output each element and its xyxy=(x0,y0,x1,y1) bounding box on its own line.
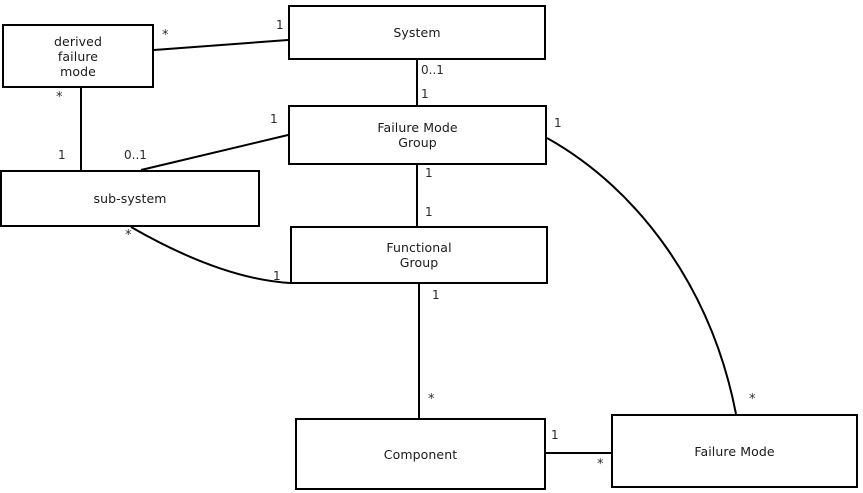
class-box-system[interactable]: System xyxy=(288,5,546,60)
multiplicity-component-failure-mode: 1 xyxy=(551,428,559,442)
multiplicity-functional-group-component: 1 xyxy=(432,288,440,302)
multiplicity-derived-failure-mode-sub-system: * xyxy=(56,90,63,105)
class-box-failure-mode-group[interactable]: Failure Mode Group xyxy=(288,105,547,165)
class-name-component: Component xyxy=(383,446,458,462)
class-name-functional-group: Functional Group xyxy=(386,240,452,270)
multiplicity-derived-failure-mode-system: * xyxy=(162,28,169,43)
multiplicity-failure-mode-group-functional-group: 1 xyxy=(425,166,433,180)
multiplicity-system-failure-mode-group: 0..1 xyxy=(421,63,444,77)
multiplicity-failure-mode-group-failure-mode: 1 xyxy=(554,116,562,130)
multiplicity-failure-mode-failure-mode-group: * xyxy=(749,392,756,407)
multiplicity-functional-group-failure-mode-group: 1 xyxy=(425,205,433,219)
multiplicity-sub-system-derived-failure-mode: 1 xyxy=(58,148,66,162)
multiplicity-sub-system-functional-group: * xyxy=(125,228,132,243)
class-name-failure-mode-group: Failure Mode Group xyxy=(377,120,458,150)
association-line-failure-mode-group-failure-mode xyxy=(546,137,737,415)
multiplicity-failure-mode-component: * xyxy=(597,457,604,472)
class-box-component[interactable]: Component xyxy=(295,418,546,490)
association-line-failure-mode-group-sub-system xyxy=(140,134,289,171)
class-name-failure-mode: Failure Mode xyxy=(694,443,775,459)
association-line-sub-system-functional-group xyxy=(130,226,291,284)
class-box-sub-system[interactable]: sub-system xyxy=(0,170,260,227)
class-name-sub-system: sub-system xyxy=(93,191,167,206)
class-box-derived-failure-mode[interactable]: derived failure mode xyxy=(2,24,154,88)
class-box-functional-group[interactable]: Functional Group xyxy=(290,226,548,284)
class-name-system: System xyxy=(393,25,441,40)
multiplicity-system-derived-failure-mode: 1 xyxy=(276,18,284,32)
multiplicity-failure-mode-group-sub-system: 1 xyxy=(270,112,278,126)
multiplicity-functional-group-sub-system: 1 xyxy=(273,269,281,283)
multiplicity-sub-system-failure-mode-group: 0..1 xyxy=(124,148,147,162)
class-name-derived-failure-mode: derived failure mode xyxy=(54,33,102,79)
association-line-derived-failure-mode-system xyxy=(153,39,289,51)
class-box-failure-mode[interactable]: Failure Mode xyxy=(611,414,858,488)
multiplicity-component-functional-group: * xyxy=(428,392,435,407)
multiplicity-failure-mode-group-system: 1 xyxy=(421,87,429,101)
